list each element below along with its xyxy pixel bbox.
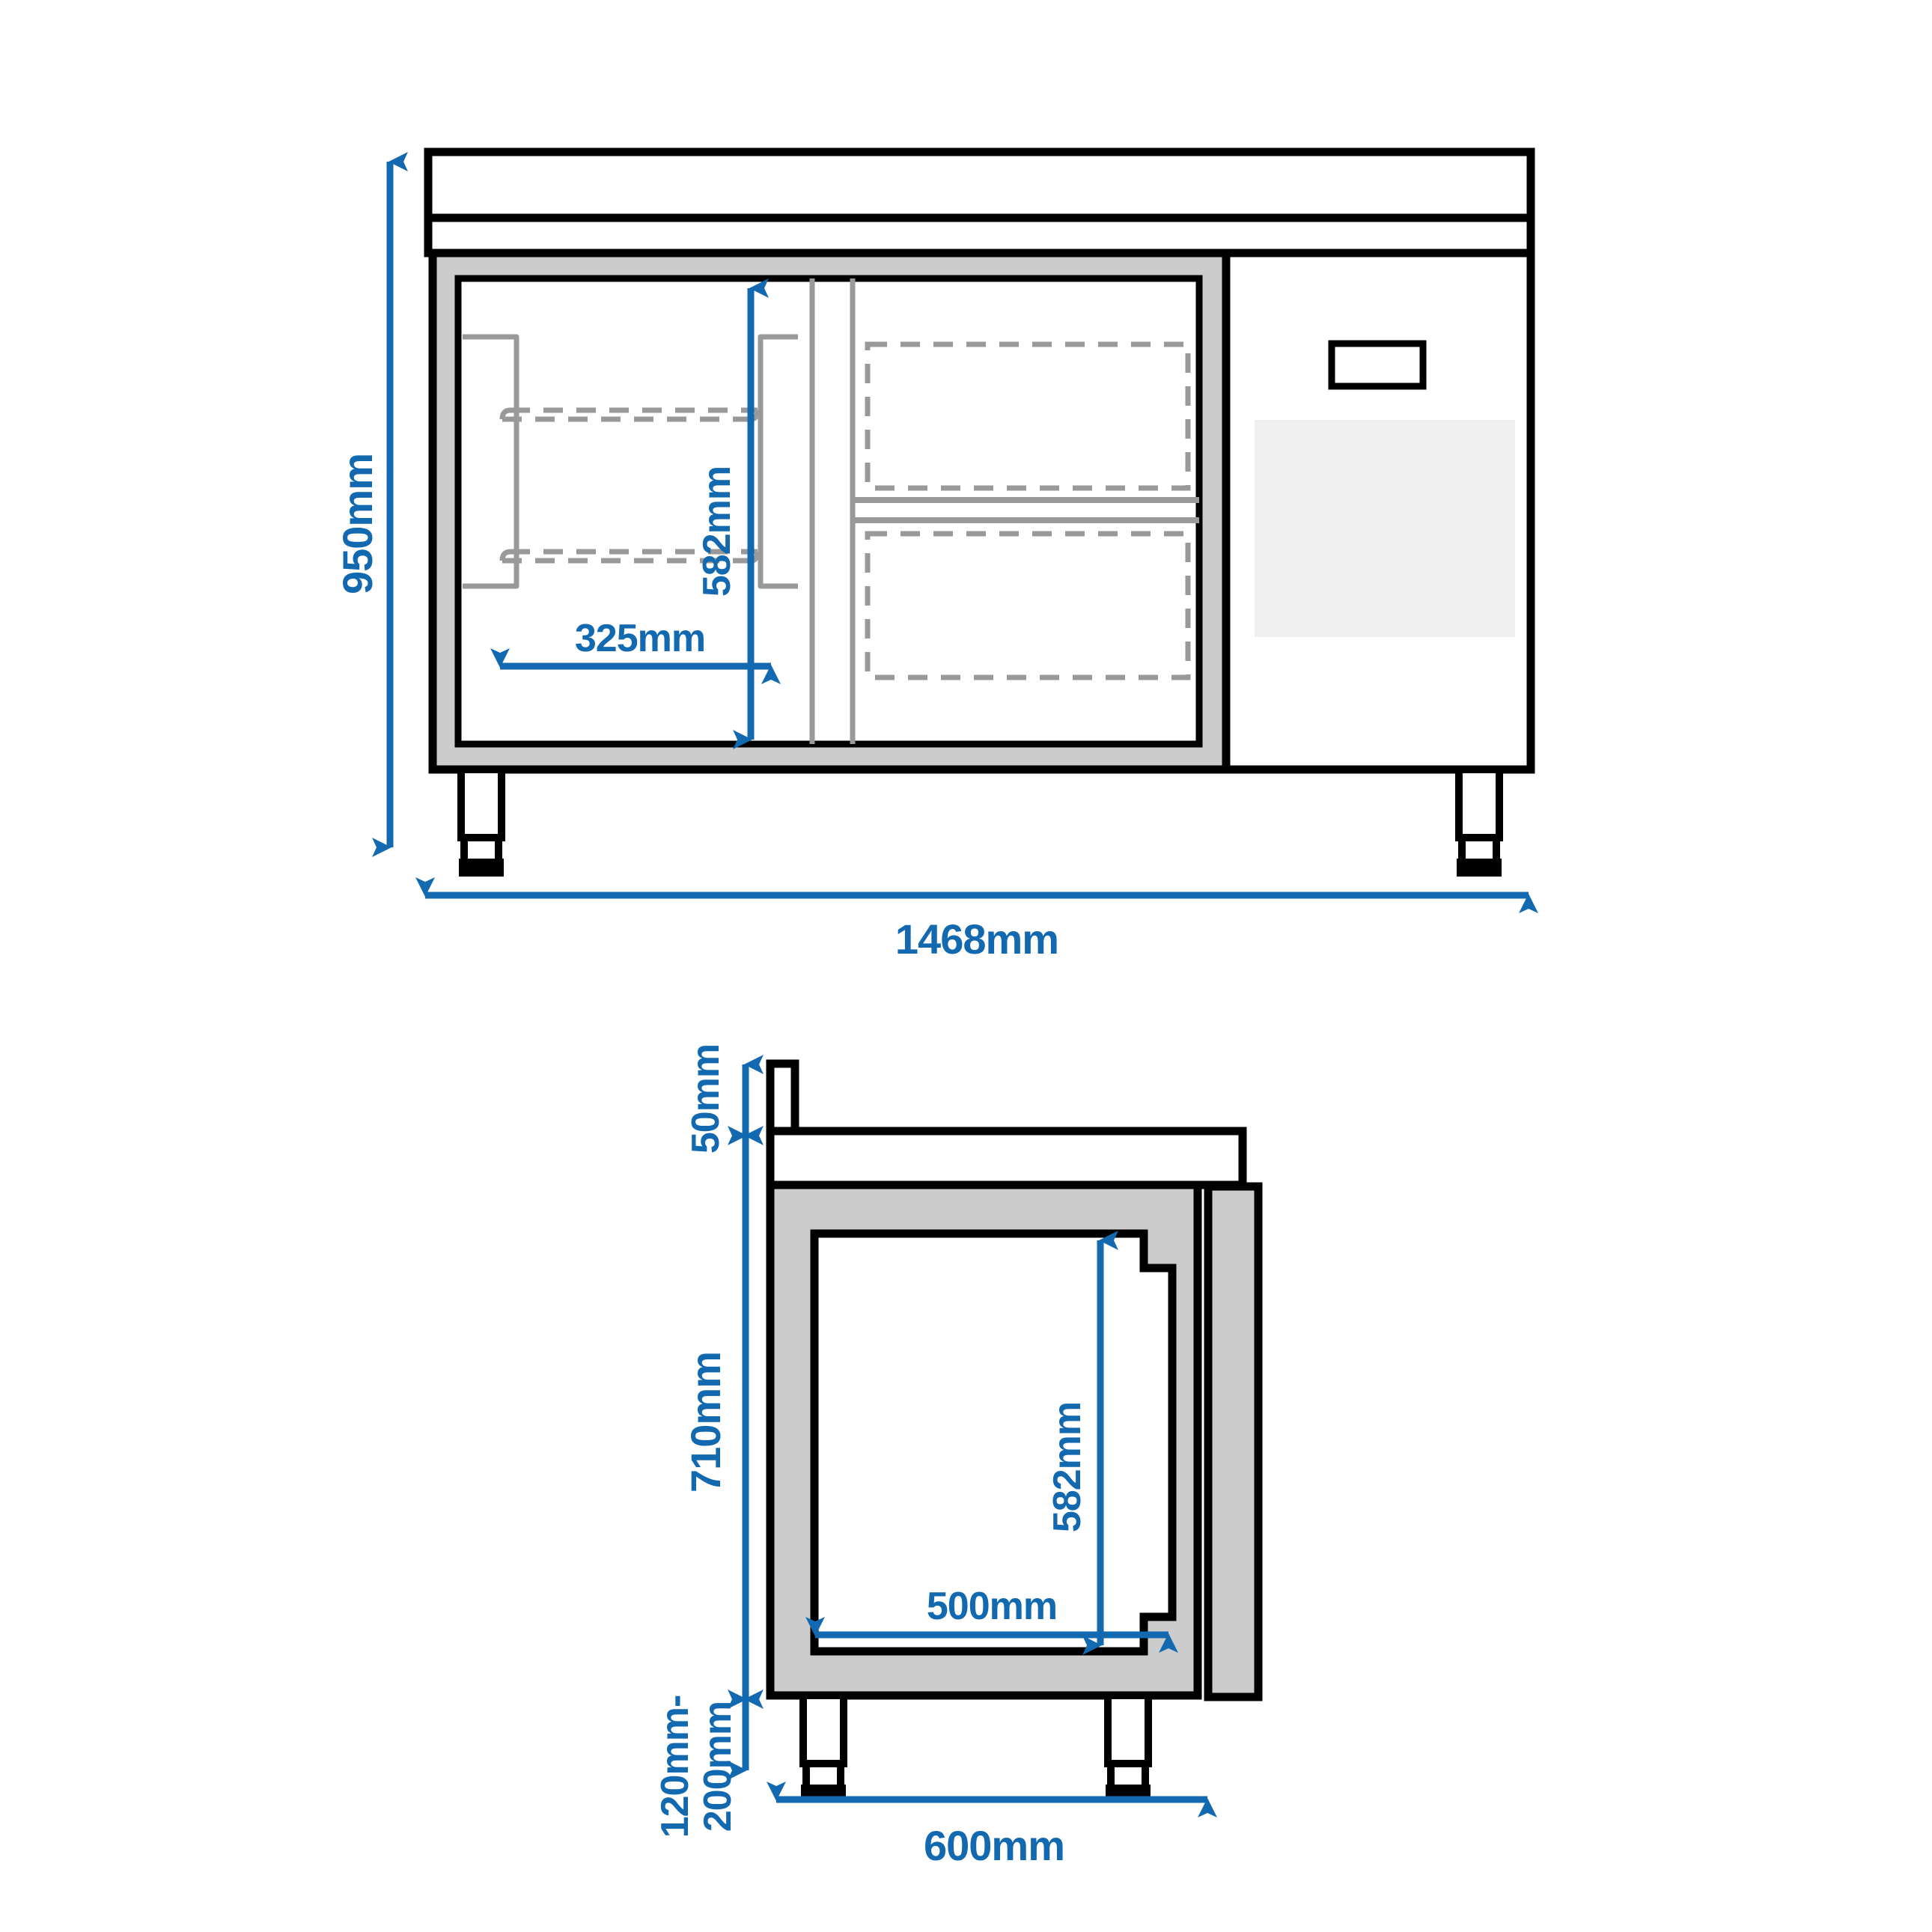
front-apron — [424, 213, 1535, 258]
dimension-label-leg-min: 120mm- — [653, 1695, 697, 1838]
dimension-label-500: 500mm — [927, 1585, 1057, 1628]
dimension-splashback-50: 50mm — [684, 1044, 764, 1154]
dimension-label-582-side: 582mm — [1046, 1402, 1089, 1532]
side-leg-right — [1104, 1692, 1152, 1803]
side-view: 50mm 710mm 120mm- 200mm 582mm 500mm 600m… — [653, 1044, 1263, 1869]
machine-access-panel — [1255, 420, 1515, 637]
dimension-label-600: 600mm — [924, 1822, 1064, 1869]
dimension-height-950: 950mm — [334, 152, 408, 857]
dimension-leg-range: 120mm- 200mm — [653, 1689, 764, 1838]
dimension-label-950: 950mm — [334, 454, 381, 594]
control-panel-display[interactable] — [1328, 340, 1427, 390]
dimension-width-1468: 1468mm — [415, 877, 1538, 963]
front-view: 950mm 1468mm 582mm 325mm — [334, 147, 1538, 963]
dimension-interior-height-582-side: 582mm — [1046, 1231, 1118, 1655]
drawer-upper-outline — [865, 341, 1191, 491]
dimension-label-1468: 1468mm — [895, 915, 1058, 963]
front-leg-left — [457, 766, 505, 877]
front-leg-right — [1455, 766, 1503, 877]
side-worktop — [766, 1127, 1247, 1189]
dimension-label-710: 710mm — [682, 1352, 729, 1493]
drawer-lower-outline — [865, 531, 1191, 680]
front-cavity — [454, 275, 1203, 748]
side-leg-left — [799, 1692, 847, 1803]
dimension-label-leg-max: 200mm — [696, 1701, 740, 1832]
front-worktop — [424, 147, 1535, 222]
shelf-lower-cap-left — [499, 549, 511, 561]
shelf-upper-cap-left — [499, 407, 511, 420]
side-door-panel[interactable] — [1204, 1182, 1263, 1701]
dimension-body-710: 710mm — [682, 1126, 764, 1709]
dimension-label-50: 50mm — [684, 1044, 728, 1154]
dimension-interior-depth-500: 500mm — [805, 1585, 1178, 1653]
dimension-label-582-front: 582mm — [695, 466, 739, 597]
dimension-depth-600: 600mm — [767, 1782, 1217, 1869]
dimension-label-325: 325mm — [575, 617, 705, 660]
side-splashback — [766, 1059, 799, 1139]
dimension-interior-width-325: 325mm — [490, 617, 781, 684]
